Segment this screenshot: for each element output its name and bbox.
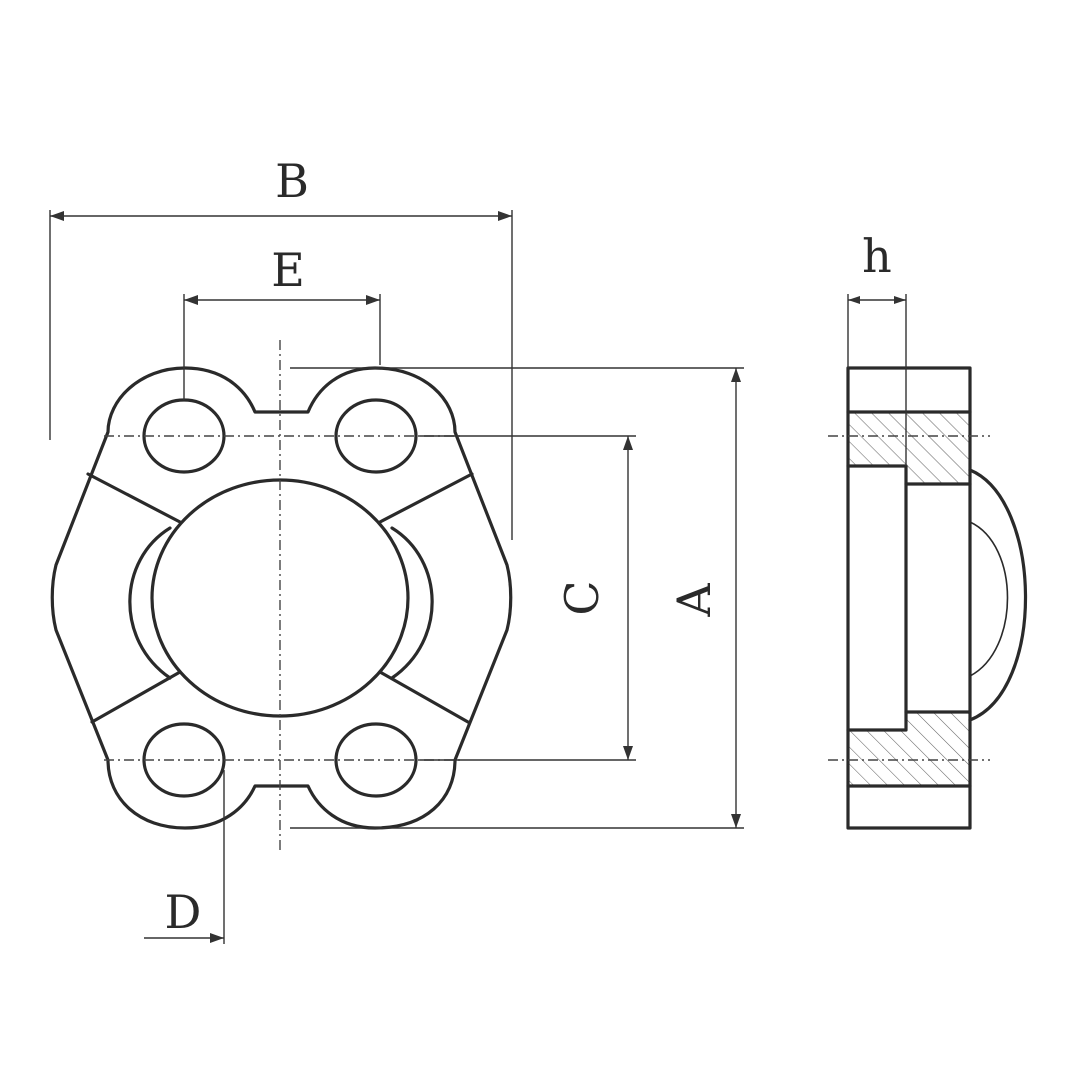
bolt-hole-top-right [334,398,418,474]
left-lobe [128,526,172,680]
web-edge-top-right [378,472,474,524]
web-edge-top-left [86,472,182,524]
front-view [50,340,513,850]
dim-label-c: C [555,580,609,615]
web-edge-bottom-left [90,670,182,724]
right-lobe [390,526,434,680]
dim-label-a: A [667,583,721,618]
dim-label-d: D [165,885,202,939]
dim-label-b: B [275,154,309,208]
dimension-h: h [847,229,907,466]
side-dome-inner [969,521,1009,677]
dimension-a: A [290,367,744,829]
dimension-c: C [420,435,636,761]
dimension-e: E [183,243,381,400]
dim-label-h: h [862,229,892,283]
side-view [828,366,1028,830]
section-hatch-top [848,412,970,484]
dimension-d: D [144,770,225,944]
dimension-b: B [49,154,513,540]
web-edge-bottom-right [378,670,470,724]
bolt-hole-bottom-right [334,722,418,798]
flange-outline [50,366,513,830]
side-body [846,366,972,830]
dim-label-e: E [271,243,305,297]
section-hatch-bottom [848,712,970,786]
side-dome [968,468,1028,722]
